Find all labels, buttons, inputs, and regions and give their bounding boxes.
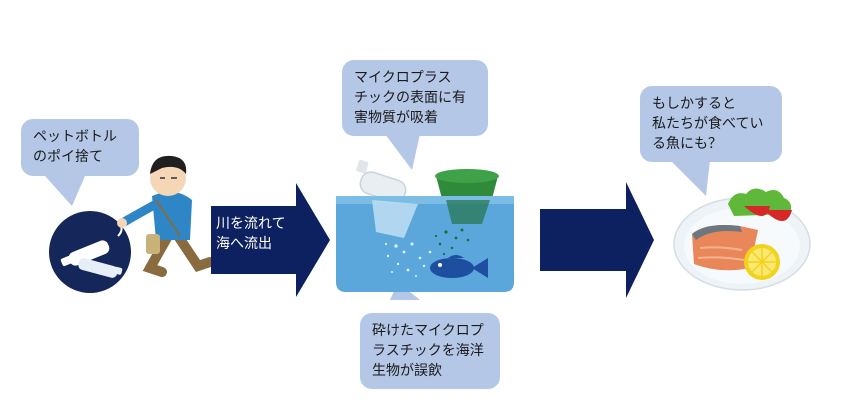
bubble-line: のポイ捨て (33, 149, 103, 165)
flow-arrow-1 (211, 183, 330, 297)
bubble-line: 砕けたマイクロプ (372, 323, 484, 339)
floating-bottle-icon (356, 159, 407, 203)
arrow-label-line: 海へ流出 (216, 236, 272, 252)
arrow-label-river-to-sea: 川を流れて 海へ流出 (216, 214, 286, 254)
litter-bubble-tail (45, 176, 85, 206)
person-littering-icon (117, 155, 215, 277)
fish-icon (430, 255, 488, 278)
bottle-circle-icon (49, 211, 131, 293)
bubble-line: ラスチックを海洋 (372, 343, 484, 359)
bubble-line: 生物が誤飲 (372, 363, 442, 379)
bubble-line: る魚にも？ (652, 136, 722, 152)
bubble-marine-ingestion: 砕けたマイクロプ ラスチックを海洋 生物が誤飲 (360, 313, 500, 389)
arrow-label-line: 川を流れて (216, 216, 286, 232)
eat-bubble-tail (670, 160, 710, 196)
bubble-line: マイクロプラス (354, 70, 452, 86)
bubble-line: もしかすると (652, 96, 736, 112)
bubble-fish-we-eat: もしかすると 私たちが食べてい る魚にも？ (640, 86, 782, 162)
bubble-bottle-litter: ペットボトル のポイ捨て (21, 119, 139, 176)
fish-dish-icon (673, 188, 811, 291)
bubble-line: 害物質が吸着 (354, 110, 438, 126)
bubble-line: ペットボトル (33, 129, 117, 145)
bubble-line: 私たちが食べてい (652, 116, 764, 132)
bubble-adsorb-toxins: マイクロプラス チックの表面に有 害物質が吸着 (342, 60, 488, 136)
bubble-line: チックの表面に有 (354, 90, 466, 106)
ocean-scene-icon (336, 159, 514, 292)
adsorb-bubble-tail (385, 134, 420, 170)
flow-arrow-2 (540, 182, 654, 298)
